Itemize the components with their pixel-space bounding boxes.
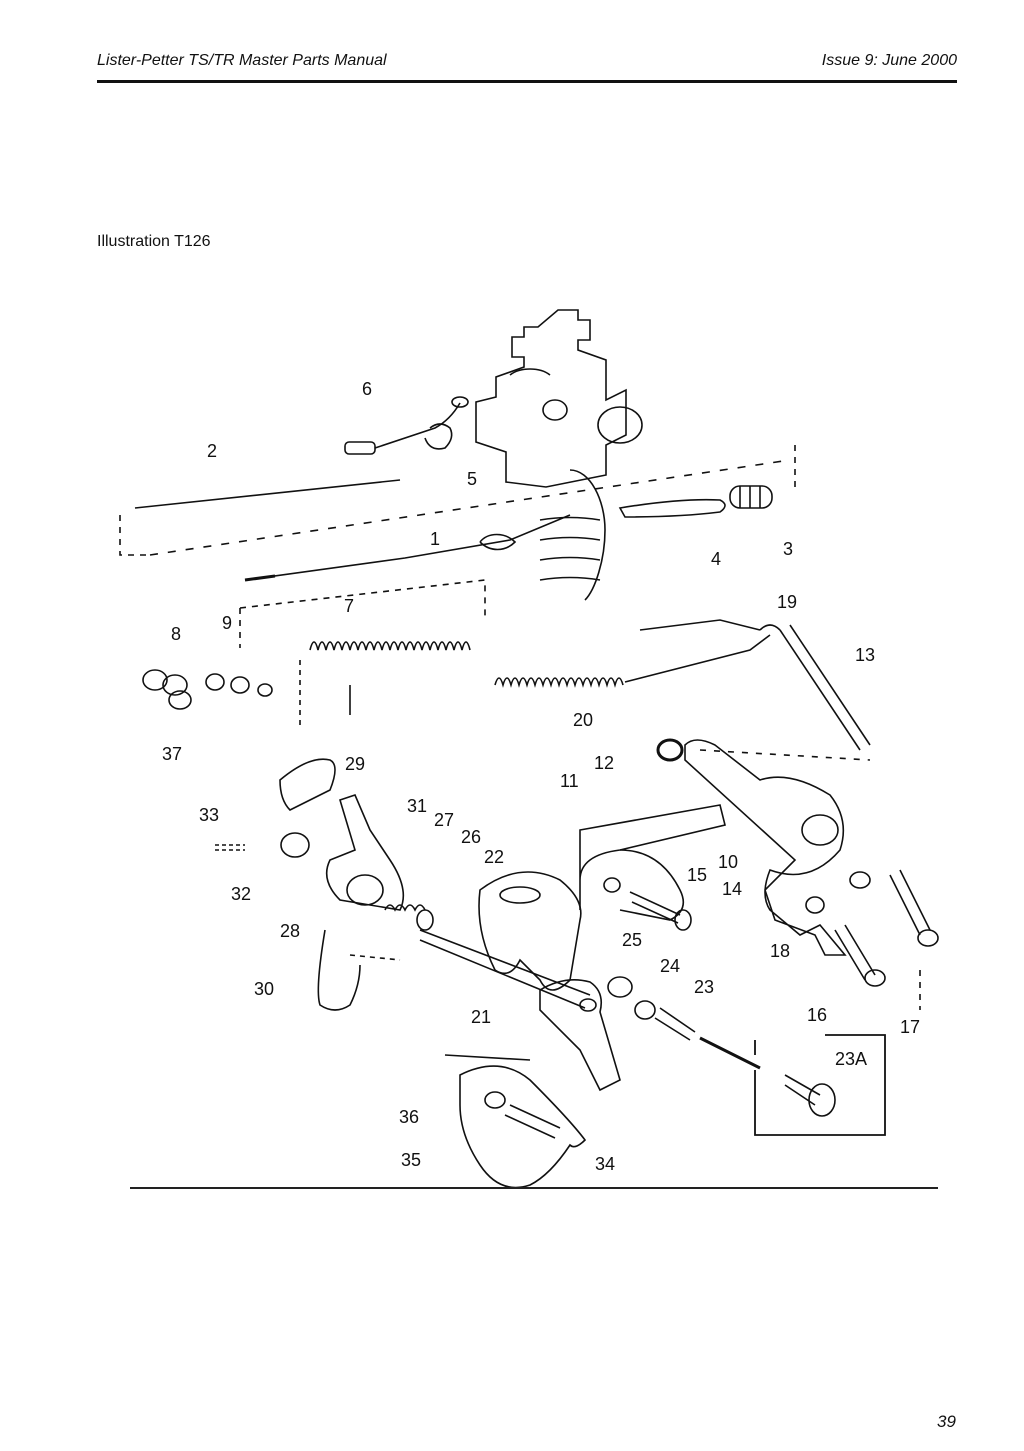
part-label-27: 27: [434, 810, 454, 830]
part-label-11: 11: [560, 771, 579, 791]
part-label-4: 4: [711, 549, 721, 569]
part-label-14: 14: [722, 879, 742, 899]
part-label-12: 12: [594, 753, 614, 773]
part-label-36: 36: [399, 1107, 419, 1127]
part-label-26: 26: [461, 827, 481, 847]
part-label-10: 10: [718, 852, 738, 872]
part-label-6: 6: [362, 379, 372, 399]
part-label-37: 37: [162, 744, 182, 764]
page-number: 39: [937, 1412, 956, 1431]
part-label-1: 1: [430, 529, 440, 549]
part-label-28: 28: [280, 921, 300, 941]
issue-date: Issue 9: June 2000: [821, 52, 957, 69]
part-label-31: 31: [407, 796, 427, 816]
part-label-32: 32: [231, 884, 251, 904]
part-label-33: 33: [199, 805, 219, 825]
part-label-23: 23: [694, 977, 714, 997]
part-label-21: 21: [471, 1007, 491, 1027]
part-label-7: 7: [344, 596, 354, 616]
part-label-5: 5: [467, 469, 477, 489]
part-label-16: 16: [807, 1005, 827, 1025]
part-label-30: 30: [254, 979, 274, 999]
part-label-18: 18: [770, 941, 790, 961]
part-label-3: 3: [783, 539, 793, 559]
part-label-17: 17: [900, 1017, 920, 1037]
part-label-25: 25: [622, 930, 642, 950]
part-label-20: 20: [573, 710, 593, 730]
part-label-24: 24: [660, 956, 680, 976]
exploded-parts-diagram: 1 2 3 4 5 6 7 8 9 10 11 12 13 14 15 16 1…: [100, 290, 960, 1190]
diagram-svg: 1 2 3 4 5 6 7 8 9 10 11 12 13 14 15 16 1…: [119, 309, 939, 1189]
part-label-29: 29: [345, 754, 365, 774]
part-label-2: 2: [207, 441, 217, 461]
part-label-34: 34: [595, 1154, 615, 1174]
part-label-13: 13: [855, 645, 875, 665]
part-number-labels: 1 2 3 4 5 6 7 8 9 10 11 12 13 14 15 16 1…: [162, 379, 920, 1174]
part-label-19: 19: [777, 592, 797, 612]
part-label-22: 22: [484, 847, 504, 867]
part-label-23a: 23A: [835, 1049, 867, 1069]
part-label-15: 15: [687, 865, 707, 885]
illustration-label: Illustration T126: [97, 233, 211, 250]
manual-title: Lister-Petter TS/TR Master Parts Manual: [97, 52, 387, 69]
page-header: Lister-Petter TS/TR Master Parts Manual …: [97, 50, 957, 83]
part-label-9: 9: [222, 613, 232, 633]
diagram-linework: [119, 309, 939, 1189]
part-label-35: 35: [401, 1150, 421, 1170]
part-label-8: 8: [171, 624, 181, 644]
bottom-rule: [130, 1187, 938, 1189]
